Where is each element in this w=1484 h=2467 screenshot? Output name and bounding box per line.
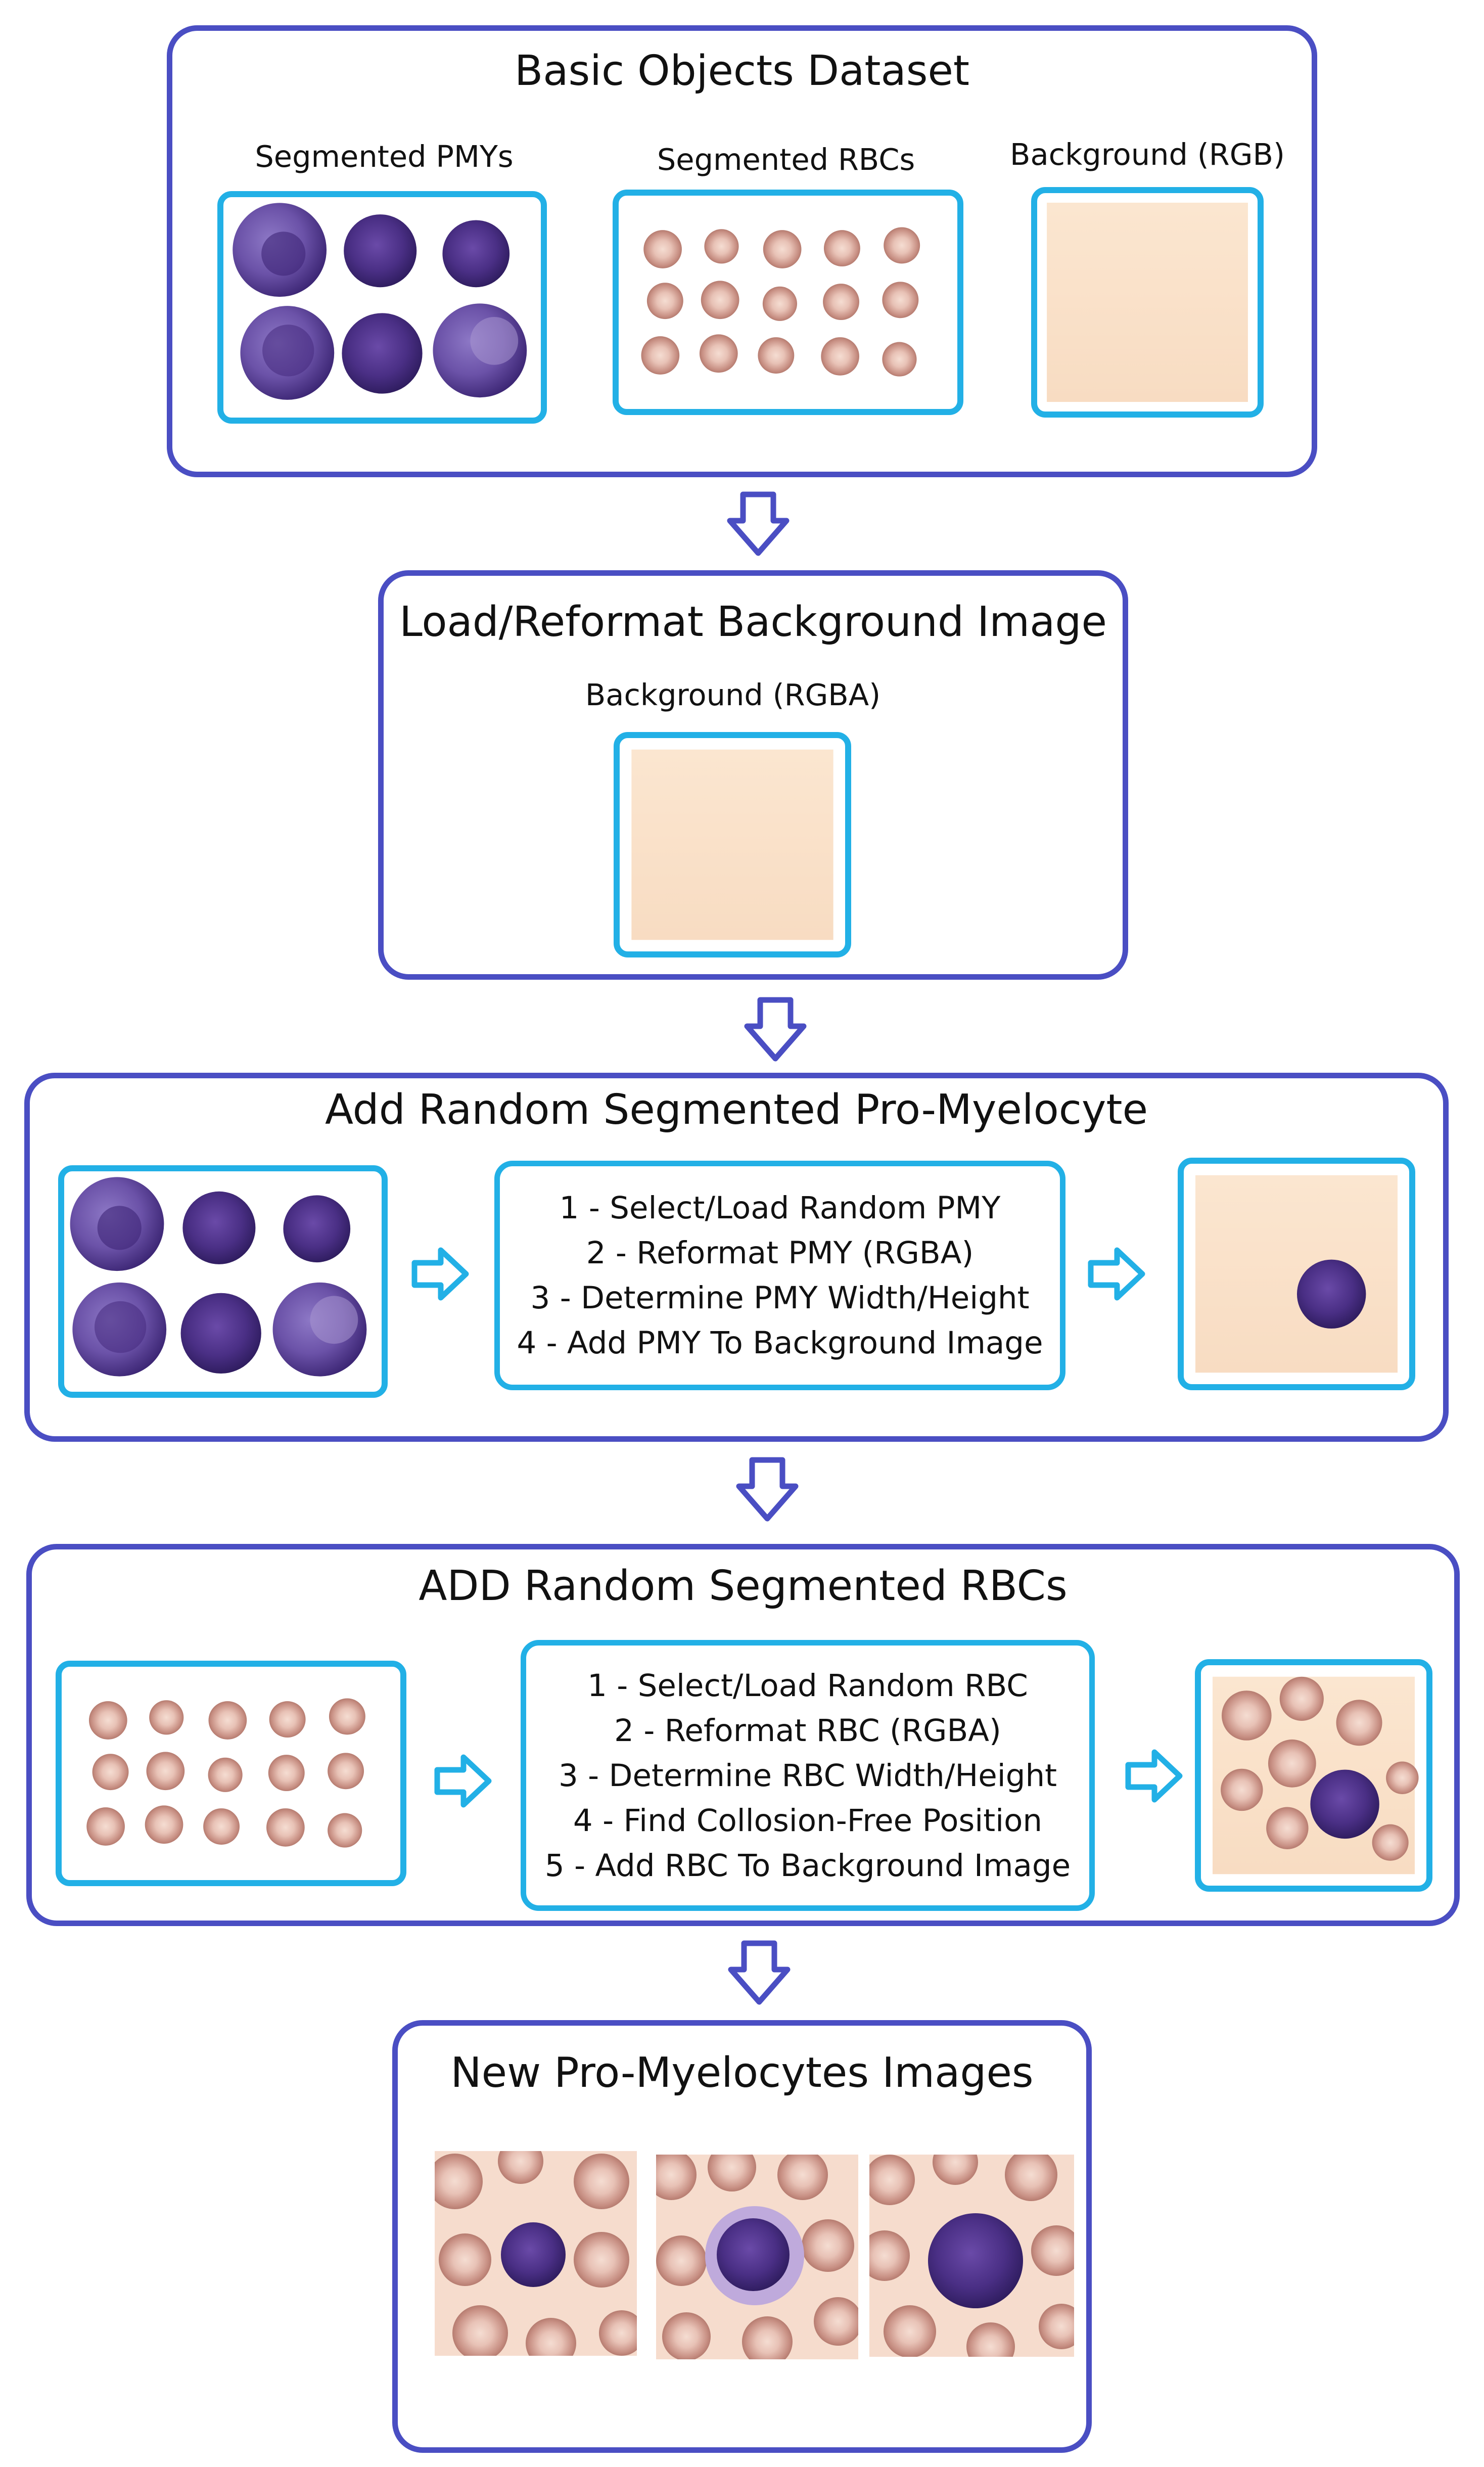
rbc-samples [641, 227, 920, 377]
hollow-right-arrow-icon [411, 1247, 469, 1301]
pmy-cell [501, 2222, 566, 2287]
pmy-cell [344, 214, 417, 288]
pmy-on-background [1195, 1175, 1398, 1373]
basic-objects-title: Basic Objects Dataset [514, 47, 970, 95]
pmy-added-frame [1178, 1158, 1415, 1390]
pmy-cell [180, 1293, 261, 1374]
hollow-right-arrow-icon [1125, 1749, 1183, 1803]
background-rgba-label: Background (RGBA) [585, 677, 881, 712]
rbc-cell [641, 227, 920, 377]
add-rbc-step: 2 - Reformat RBC (RGBA) [614, 1712, 1001, 1749]
pmy-cell [72, 1282, 167, 1377]
rbcs-on-background [1213, 1676, 1419, 1875]
generated-sample [869, 2155, 1074, 2357]
pmy-samples [233, 203, 527, 400]
pmy-cell [283, 1195, 351, 1263]
rbc-cell [869, 2155, 1074, 2357]
hollow-right-arrow-icon [434, 1754, 492, 1808]
hollow-down-arrow-icon [736, 1457, 799, 1522]
new-images-title: New Pro-Myelocytes Images [450, 2049, 1034, 2097]
add-pmy-step: 2 - Reformat PMY (RGBA) [586, 1235, 974, 1271]
hollow-down-arrow-icon [744, 997, 807, 1062]
background-rgba-frame [614, 732, 851, 957]
hollow-down-arrow-icon [728, 1940, 791, 2005]
rbc-cell [86, 1698, 365, 1848]
add-rbc-step: 5 - Add RBC To Background Image [544, 1847, 1071, 1884]
add-pmy-title: Add Random Segmented Pro-Myelocyte [324, 1086, 1148, 1134]
rbc-pool [86, 1698, 365, 1848]
background-rgb-frame [1031, 187, 1264, 418]
rbc-cell [435, 2151, 637, 2356]
add-pmy-step: 4 - Add PMY To Background Image [517, 1325, 1043, 1361]
pmy-cell [70, 1177, 164, 1271]
hollow-down-arrow-icon [727, 491, 790, 556]
pmy-cell [705, 2206, 804, 2305]
pmy-cell [342, 313, 423, 394]
rbc-cell [1221, 1676, 1419, 1861]
pmy-cell [1296, 1259, 1366, 1329]
background-rgba-sample [631, 749, 833, 940]
pmy-cell [272, 1282, 367, 1377]
segmented-rbcs-label: Segmented RBCs [657, 142, 915, 177]
pmy-cell [233, 203, 327, 297]
add-rbc-title: ADD Random Segmented RBCs [419, 1562, 1068, 1610]
add-rbc-step: 1 - Select/Load Random RBC [587, 1667, 1028, 1704]
pmy-pool-frame [58, 1165, 388, 1398]
add-rbc-step: 3 - Determine RBC Width/Height [558, 1757, 1057, 1794]
pmy-cell [442, 220, 510, 288]
add-pmy-step: 3 - Determine PMY Width/Height [530, 1280, 1030, 1316]
pmy-cell [433, 303, 527, 398]
rbc-cell [656, 2155, 858, 2359]
add-pmy-step: 1 - Select/Load Random PMY [559, 1190, 1001, 1226]
add-rbc-step: 4 - Find Collosion-Free Position [573, 1802, 1043, 1839]
rbc-samples-frame [613, 190, 963, 415]
rbc-pool-frame [56, 1661, 406, 1886]
pmy-samples-frame [217, 191, 547, 424]
generated-image-2 [656, 2155, 858, 2359]
load-background-title: Load/Reformat Background Image [399, 598, 1107, 646]
generated-image-1 [435, 2151, 637, 2356]
pmy-cell [1310, 1769, 1379, 1839]
add-pmy-steps-box: 1 - Select/Load Random PMY 2 - Reformat … [494, 1161, 1065, 1390]
background-rgb-label: Background (RGB) [1010, 137, 1285, 172]
generated-sample [656, 2155, 858, 2359]
rbc-added-frame [1195, 1659, 1432, 1892]
add-rbc-steps-box: 1 - Select/Load Random RBC 2 - Reformat … [521, 1640, 1095, 1911]
generated-sample [435, 2151, 637, 2356]
segmented-pmys-label: Segmented PMYs [255, 139, 514, 174]
generated-image-3 [869, 2155, 1074, 2357]
pmy-cell [240, 306, 335, 400]
pmy-cell [182, 1191, 256, 1264]
background-rgb-sample [1047, 202, 1248, 402]
pmy-pool [70, 1177, 367, 1377]
pmy-cell [928, 2213, 1023, 2308]
hollow-right-arrow-icon [1088, 1247, 1145, 1301]
